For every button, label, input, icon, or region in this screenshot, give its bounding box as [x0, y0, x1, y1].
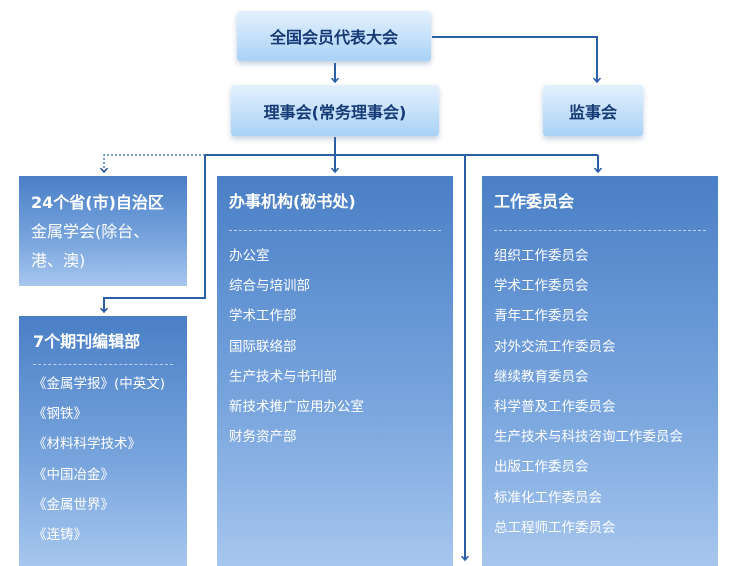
journal-item: 《连铸》 [33, 527, 87, 544]
committee-item: 对外交流工作委员会 [494, 338, 616, 355]
journal-item: 《钢铁》 [33, 406, 87, 423]
committee-item: 学术工作委员会 [494, 278, 589, 295]
committee-item: 继续教育委员会 [494, 368, 589, 385]
office-item: 综合与培训部 [229, 278, 310, 295]
committees-divider [494, 230, 706, 231]
congress-box: 全国会员代表大会 [237, 11, 431, 61]
office-panel: 办事机构(秘书处) 办公室 综合与培训部 学术工作部 国际联络部 生产技术与书刊… [217, 176, 453, 566]
office-item: 国际联络部 [229, 338, 297, 355]
committees-title: 工作委员会 [494, 192, 575, 211]
provincial-panel: 24个省(市)自治区 金属学会(除台、 港、澳) [19, 176, 187, 286]
committee-item: 科学普及工作委员会 [494, 399, 616, 416]
journal-item: 《金属世界》 [33, 496, 114, 513]
journal-item: 《金属学报》(中英文) [33, 376, 166, 392]
office-item: 生产技术与书刊部 [229, 368, 337, 385]
supervisory-box: 监事会 [543, 85, 643, 136]
provincial-line-3: 港、澳) [31, 251, 86, 270]
journals-divider [33, 364, 173, 365]
office-item: 财务资产部 [229, 429, 297, 446]
journal-item: 《中国冶金》 [33, 466, 114, 483]
office-divider [229, 230, 441, 231]
provincial-line-2: 金属学会(除台、 [31, 222, 150, 241]
council-to-journals-arrow [104, 155, 206, 312]
office-item: 新技术推广应用办公室 [229, 399, 364, 416]
office-item: 办公室 [229, 248, 270, 264]
committee-item: 出版工作委员会 [494, 459, 589, 476]
journal-item: 《材料科学技术》 [33, 436, 141, 453]
committee-item: 组织工作委员会 [494, 248, 589, 264]
committees-panel: 工作委员会 组织工作委员会 学术工作委员会 青年工作委员会 对外交流工作委员会 … [482, 176, 718, 566]
journals-panel: 7个期刊编辑部 《金属学报》(中英文) 《钢铁》 《材料科学技术》 《中国冶金》… [19, 316, 187, 566]
council-to-provincial-dotted-arrow [104, 154, 205, 172]
office-title: 办事机构(秘书处) [229, 192, 356, 211]
journals-title: 7个期刊编辑部 [33, 332, 141, 351]
council-label: 理事会(常务理事会) [263, 102, 407, 122]
committee-item: 总工程师工作委员会 [494, 519, 616, 536]
office-item: 学术工作部 [229, 308, 297, 325]
supervisory-label: 监事会 [568, 102, 617, 122]
provincial-line-1: 24个省(市)自治区 [31, 193, 164, 212]
committee-item: 标准化工作委员会 [494, 489, 602, 506]
congress-label: 全国会员代表大会 [269, 28, 398, 47]
congress-to-supervisory-arrow [432, 36, 597, 82]
committee-item: 青年工作委员会 [494, 308, 589, 325]
committee-item: 生产技术与科技咨询工作委员会 [494, 429, 683, 446]
council-box: 理事会(常务理事会) [231, 85, 439, 136]
